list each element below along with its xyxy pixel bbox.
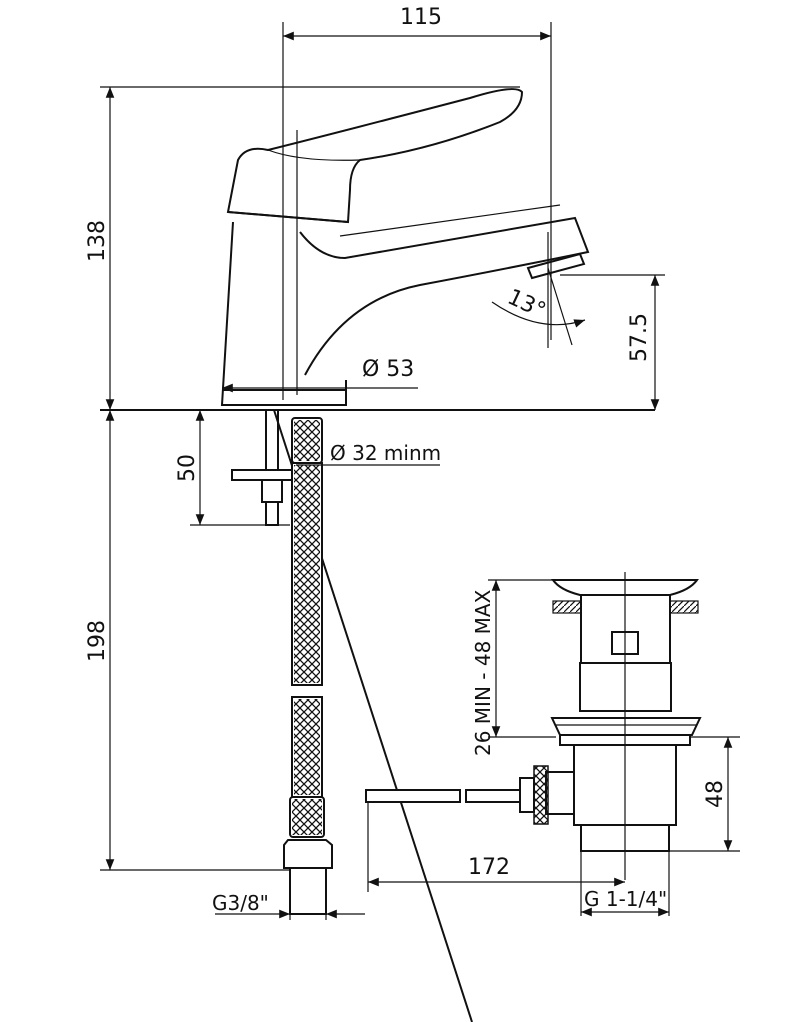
dimension-hole-32: Ø 32 minm: [296, 441, 441, 466]
dim-label-115: 115: [400, 5, 442, 30]
dimension-angle-13: 13°: [491, 232, 586, 348]
dimension-thread-g38: G3/8": [212, 891, 365, 920]
dimension-height-57-5: 57.5: [560, 274, 665, 410]
dimension-depth-50: 50: [175, 410, 290, 526]
dim-label-26-48: 26 MIN - 48 MAX: [471, 589, 495, 756]
dim-label-g38: G3/8": [212, 891, 269, 915]
dimension-thread-g114: G 1-1/4": [580, 851, 670, 917]
dim-label-13deg: 13°: [503, 285, 549, 324]
dim-label-50: 50: [175, 454, 200, 482]
dimension-height-48: 48: [670, 736, 740, 852]
dim-label-d32: Ø 32 minm: [330, 441, 441, 465]
dim-label-138: 138: [85, 220, 110, 262]
dimension-diameter-53: Ø 53: [222, 357, 418, 393]
dimension-length-172: 172: [367, 802, 625, 892]
mounting-assembly: [231, 409, 473, 1022]
dim-label-g114: G 1-1/4": [584, 887, 667, 911]
dimension-height-198: 198: [85, 410, 290, 871]
dim-label-d53: Ø 53: [362, 357, 414, 382]
dim-label-172: 172: [468, 855, 510, 880]
dimension-width-115: 115: [282, 5, 552, 400]
popup-drain: [365, 572, 702, 880]
flexible-hose: [283, 417, 333, 915]
dimension-height-138: 138: [85, 86, 520, 410]
faucet-body: [220, 88, 590, 406]
dim-label-198: 198: [85, 620, 110, 662]
dimension-range-26-48: 26 MIN - 48 MAX: [471, 579, 556, 756]
dim-label-48: 48: [703, 780, 728, 808]
dim-label-57-5: 57.5: [627, 313, 652, 362]
